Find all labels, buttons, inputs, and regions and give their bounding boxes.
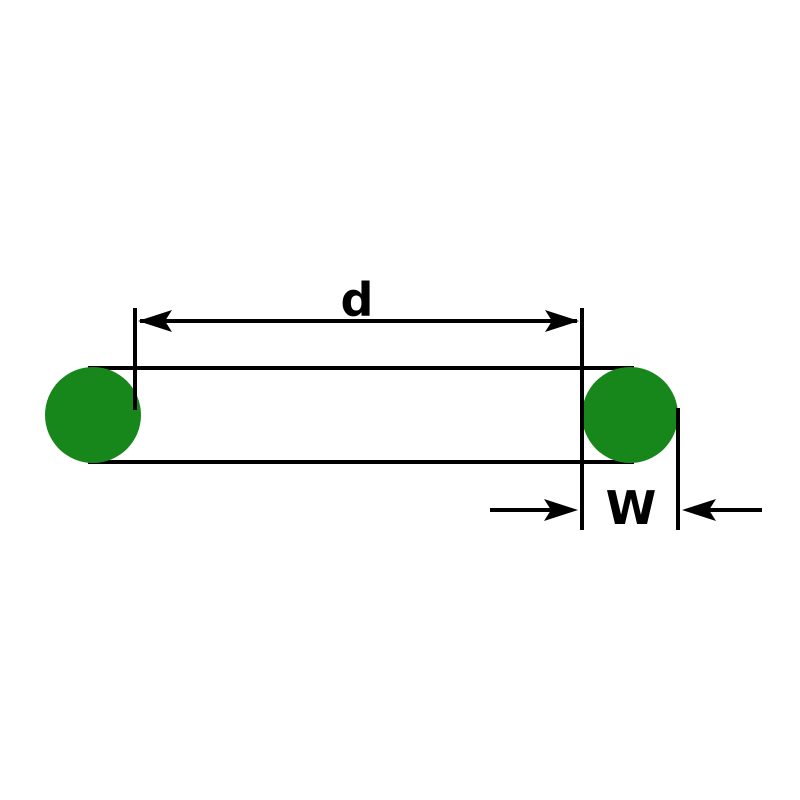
diameter-arrowhead-left bbox=[138, 310, 172, 332]
oring-cross-section-right bbox=[582, 367, 678, 463]
diameter-label: d bbox=[341, 273, 374, 327]
width-dimension: W bbox=[490, 408, 762, 535]
width-arrowhead-right bbox=[682, 499, 716, 521]
width-arrowhead-left bbox=[544, 499, 578, 521]
width-label: W bbox=[606, 481, 657, 535]
diameter-dimension: d bbox=[133, 273, 584, 530]
diameter-arrowhead-right bbox=[545, 310, 579, 332]
oring-cross-section-left bbox=[45, 367, 141, 463]
